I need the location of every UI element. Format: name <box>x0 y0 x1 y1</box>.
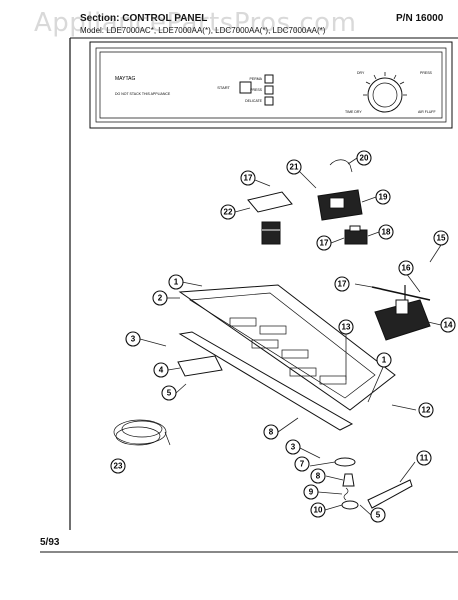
svg-text:21: 21 <box>290 163 299 172</box>
option-label-2: PRESS <box>250 88 263 92</box>
callout-12: 12 <box>418 402 434 418</box>
dial-label-dry: DRY <box>357 71 365 75</box>
part-7-glide <box>334 457 356 467</box>
svg-text:7: 7 <box>300 460 305 469</box>
part-14-timer-motor <box>374 285 431 341</box>
callout-5-b: 5 <box>370 507 386 523</box>
callout-5: 5 <box>161 385 177 401</box>
svg-text:13: 13 <box>342 323 351 332</box>
part-23-wire-harness <box>113 419 171 446</box>
svg-text:17: 17 <box>338 280 347 289</box>
callout-23: 23 <box>110 458 126 474</box>
start-label: START <box>217 85 230 90</box>
svg-text:5: 5 <box>376 511 381 520</box>
callout-13: 13 <box>338 319 354 335</box>
svg-text:18: 18 <box>382 228 391 237</box>
svg-text:9: 9 <box>309 488 314 497</box>
callout-10: 10 <box>310 502 326 518</box>
callout-19: 19 <box>375 189 391 205</box>
timer-dial-ticks <box>363 72 407 96</box>
option-button-3 <box>264 96 274 106</box>
part-16-rod <box>371 286 431 301</box>
callout-20: 20 <box>356 150 372 166</box>
part-number-label: P/N 16000 <box>396 13 444 24</box>
part-8-knob <box>342 473 355 487</box>
svg-text:12: 12 <box>422 406 431 415</box>
panel-warning-text: DO NOT STACK THIS APPLIANCE <box>115 92 171 96</box>
callout-3-b: 3 <box>285 439 301 455</box>
part-18-relay <box>344 225 368 245</box>
svg-text:3: 3 <box>291 443 296 452</box>
svg-text:8: 8 <box>316 472 321 481</box>
callout-9: 9 <box>303 484 319 500</box>
dial-label-air-fluff: AIR FLUFF <box>418 110 436 114</box>
callout-11: 11 <box>416 450 432 466</box>
svg-text:17: 17 <box>320 239 329 248</box>
dial-label-time-dry: TIME DRY <box>345 110 362 114</box>
callout-8: 8 <box>263 424 279 440</box>
option-button-2 <box>264 85 274 95</box>
callout-8-b: 8 <box>310 468 326 484</box>
option-button-1 <box>264 74 274 84</box>
part-10-foot <box>341 500 359 510</box>
callout-15: 15 <box>433 230 449 246</box>
svg-text:5: 5 <box>167 389 172 398</box>
callout-14: 14 <box>440 317 456 333</box>
callout-3: 3 <box>125 331 141 347</box>
model-label: Model: LDE7000AC*, LDE7000AA(*), LDC7000… <box>80 26 326 35</box>
svg-text:2: 2 <box>158 294 163 303</box>
part-9-spring <box>343 487 349 501</box>
start-button <box>239 81 252 94</box>
svg-text:19: 19 <box>379 193 388 202</box>
part-22-switch <box>247 191 293 245</box>
svg-text:4: 4 <box>159 366 164 375</box>
svg-text:15: 15 <box>437 234 446 243</box>
callout-1-b: 1 <box>376 352 392 368</box>
svg-text:8: 8 <box>269 428 274 437</box>
svg-text:11: 11 <box>420 454 429 463</box>
svg-text:3: 3 <box>131 335 136 344</box>
svg-text:17: 17 <box>244 174 253 183</box>
callout-16: 16 <box>398 260 414 276</box>
leader-lines <box>139 157 442 516</box>
callout-21: 21 <box>286 159 302 175</box>
svg-text:10: 10 <box>314 506 323 515</box>
callout-17-b: 17 <box>316 235 332 251</box>
callout-17-c: 17 <box>334 276 350 292</box>
svg-text:20: 20 <box>360 154 369 163</box>
callout-2: 2 <box>152 290 168 306</box>
callout-22: 22 <box>220 204 236 220</box>
part-19-switch-block <box>317 189 363 221</box>
brand-logo: MAYTAG <box>115 76 135 82</box>
callout-4: 4 <box>153 362 169 378</box>
svg-text:1: 1 <box>174 278 179 287</box>
part-8-support-rail <box>178 331 354 431</box>
part-4-bracket <box>177 355 223 377</box>
dial-label-press: PRESS <box>420 71 433 75</box>
callout-18: 18 <box>378 224 394 240</box>
part-20-wire-clip <box>329 159 353 173</box>
svg-text:1: 1 <box>382 356 387 365</box>
option-label-3: DELICATE <box>245 99 263 103</box>
footer-date: 5/93 <box>40 537 60 548</box>
svg-text:14: 14 <box>444 321 453 330</box>
section-label: Section: CONTROL PANEL <box>80 13 208 24</box>
callout-7: 7 <box>294 456 310 472</box>
callout-17-a: 17 <box>240 170 256 186</box>
svg-text:16: 16 <box>402 264 411 273</box>
svg-text:22: 22 <box>224 208 233 217</box>
timer-dial-inner <box>372 82 398 108</box>
callout-1: 1 <box>168 274 184 290</box>
part-11-leg <box>367 479 413 509</box>
option-label-1: PERMA <box>250 77 263 81</box>
control-panel-console: MAYTAG DO NOT STACK THIS APPLIANCE START… <box>89 41 453 129</box>
svg-text:23: 23 <box>114 462 123 471</box>
